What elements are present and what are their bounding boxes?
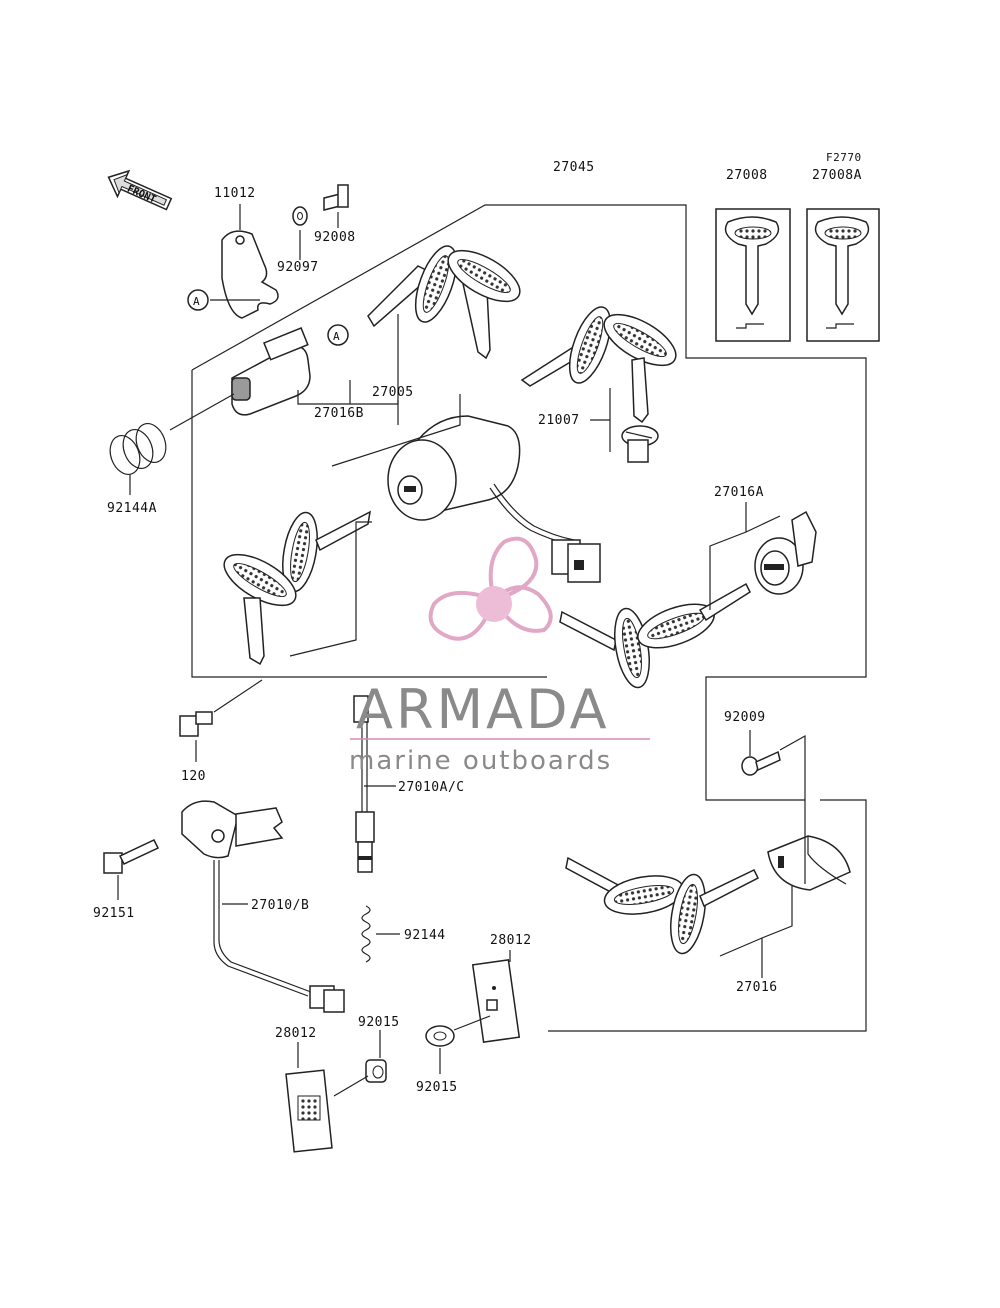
lock-cylinder-27016b xyxy=(231,327,311,416)
label-27008a: 27008A xyxy=(812,168,862,183)
label-120: 120 xyxy=(181,769,206,784)
part-labels: F2770 27045 27008 27008A 11012 92008 920… xyxy=(93,151,862,1095)
key-pair-27016 xyxy=(565,856,760,955)
label-27005: 27005 xyxy=(372,385,414,400)
label-92097: 92097 xyxy=(277,260,319,275)
bolt-92151 xyxy=(103,839,160,874)
label-27010ac: 27010A/C xyxy=(398,780,465,795)
key-blank-27008a xyxy=(806,208,880,342)
label-92144a: 92144A xyxy=(107,501,157,516)
label-92015-left: 92015 xyxy=(358,1015,400,1030)
switch-27010b xyxy=(181,800,345,1013)
propeller-logo-icon xyxy=(428,536,553,641)
key-blank-27008 xyxy=(715,208,791,342)
watermark: ARMADA marine outboards xyxy=(349,536,650,776)
key-pair-right xyxy=(559,582,751,689)
lock-27016a xyxy=(754,510,817,595)
nut-92015-left xyxy=(365,1059,387,1083)
label-27016: 27016 xyxy=(736,980,778,995)
label-11012: 11012 xyxy=(214,186,256,201)
key-pair-top xyxy=(367,245,521,360)
label-92008: 92008 xyxy=(314,230,356,245)
ref-marker-a-1: A xyxy=(187,289,209,311)
plate-28012-left xyxy=(285,1069,333,1153)
watermark-tagline: marine outboards xyxy=(349,746,612,776)
watermark-brand: ARMADA xyxy=(356,678,610,741)
assembly-outline xyxy=(191,204,867,1032)
svg-text:A: A xyxy=(333,330,340,343)
ignition-switch-27005 xyxy=(387,415,601,583)
label-92144: 92144 xyxy=(404,928,446,943)
figure-code: F2770 xyxy=(826,151,862,164)
leader-lines xyxy=(117,204,806,1097)
ref-marker-a-2: A xyxy=(327,324,349,346)
bolt-120 xyxy=(179,711,213,737)
label-92015-right: 92015 xyxy=(416,1080,458,1095)
nut-92015-right xyxy=(425,1025,455,1047)
label-92151: 92151 xyxy=(93,906,135,921)
key-pair-21007 xyxy=(520,306,677,424)
lock-cap-27016 xyxy=(767,835,851,891)
bracket-11012 xyxy=(221,230,279,319)
screw-92009 xyxy=(741,750,781,776)
front-arrow-icon: FRONT xyxy=(107,169,173,211)
spring-92144 xyxy=(361,905,371,963)
label-27008: 27008 xyxy=(726,168,768,183)
label-27016a: 27016A xyxy=(714,485,764,500)
label-27045: 27045 xyxy=(553,160,595,175)
svg-text:A: A xyxy=(193,295,200,308)
label-28012-right: 28012 xyxy=(490,933,532,948)
bolt-92008 xyxy=(323,184,349,211)
label-27010b: 27010/B xyxy=(251,898,309,913)
spring-92144a xyxy=(109,423,167,475)
key-pair-left xyxy=(223,510,371,666)
washer-92097 xyxy=(292,206,308,226)
label-21007: 21007 xyxy=(538,413,580,428)
label-28012-left: 28012 xyxy=(275,1026,317,1041)
label-92009: 92009 xyxy=(724,710,766,725)
key-cap-21007 xyxy=(621,425,659,463)
label-27016b: 27016B xyxy=(314,406,364,421)
plate-28012-right xyxy=(471,959,521,1043)
switch-27010ac xyxy=(353,695,375,873)
